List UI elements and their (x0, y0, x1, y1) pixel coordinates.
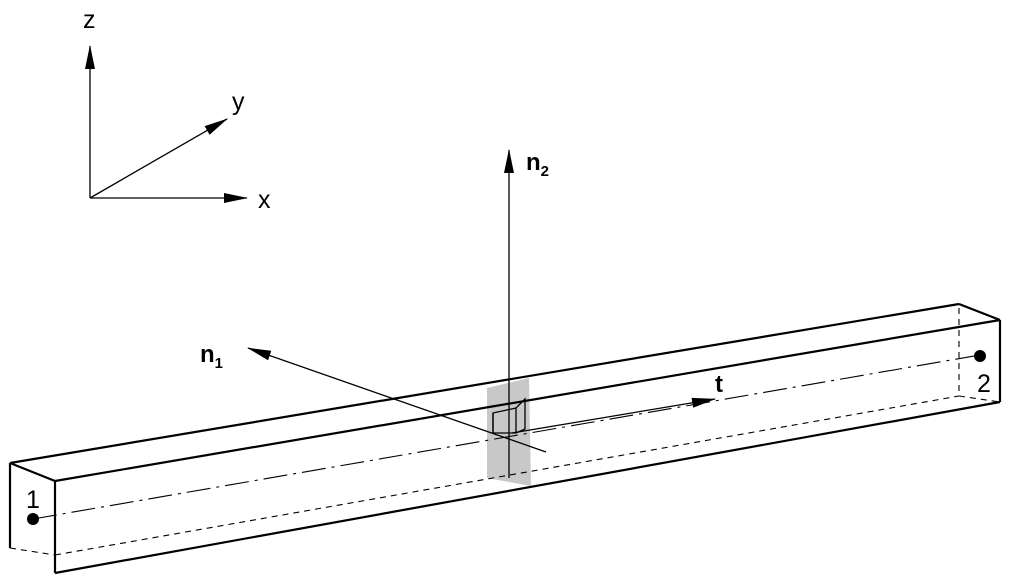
node-1-label: 1 (26, 486, 40, 514)
x-axis-label: x (258, 186, 271, 214)
y-axis-label: y (232, 88, 245, 116)
node-2-label: 2 (977, 370, 991, 398)
node-2-point (974, 350, 986, 362)
z-axis-label: z (83, 6, 96, 34)
t-label: t (715, 371, 723, 398)
n2-label: n2 (526, 149, 549, 180)
n1-label: n1 (200, 341, 223, 372)
beam-centerline (32, 354, 981, 520)
global-axes: z x y (83, 6, 271, 214)
t-vector (511, 397, 716, 434)
y-axis (89, 118, 228, 199)
node-1-point (27, 513, 39, 525)
beam-hidden-edges (9, 308, 1001, 556)
n1-vector (247, 347, 547, 453)
beam-visible-edges (8, 302, 1002, 575)
